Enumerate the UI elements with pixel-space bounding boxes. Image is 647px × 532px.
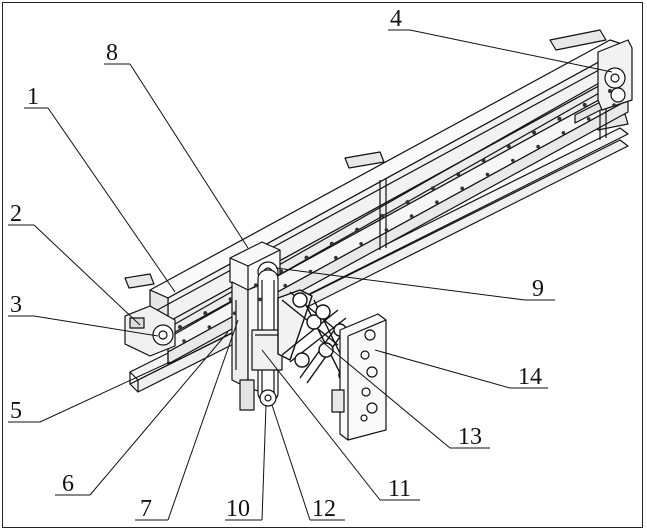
- label-3: 3: [10, 292, 22, 318]
- rail-hole: [435, 200, 439, 204]
- left-pulley-block: [124, 305, 176, 357]
- rail-hole: [232, 311, 237, 316]
- diagram-border: [2, 2, 643, 528]
- rail-hole: [409, 214, 414, 218]
- rail-hole: [334, 255, 338, 260]
- rail-hole: [359, 242, 363, 246]
- label-8: 8: [106, 40, 118, 66]
- label-13: 13: [458, 424, 482, 450]
- label-9: 9: [532, 276, 544, 302]
- label-5: 5: [10, 398, 22, 424]
- rail-hole: [532, 130, 537, 135]
- label-6: 6: [62, 471, 74, 497]
- rail-hole: [308, 269, 313, 274]
- rail-hole: [557, 116, 562, 121]
- label-2: 2: [10, 201, 22, 227]
- rail-hole: [511, 158, 515, 163]
- rail-hole: [178, 325, 182, 329]
- rail-hole: [304, 255, 309, 260]
- label-14: 14: [518, 364, 542, 390]
- rail-hole: [283, 283, 288, 288]
- rail-hole: [380, 213, 385, 218]
- rail-hole: [430, 186, 435, 191]
- end-plate: [331, 313, 387, 441]
- label-7: 7: [140, 496, 152, 522]
- rail-hole: [485, 172, 490, 177]
- rail-hole: [279, 269, 284, 274]
- rail-hole: [384, 228, 389, 232]
- rail-hole: [329, 241, 334, 246]
- callout-labels: 1 2 3 4 5 6 7 8 9 10 11 12 13 14: [10, 6, 544, 522]
- label-11: 11: [388, 476, 411, 502]
- rail-hole: [460, 186, 465, 191]
- rail-holes: [178, 89, 616, 343]
- label-4: 4: [390, 6, 402, 32]
- rail-hole: [405, 200, 410, 205]
- rail-hole: [355, 227, 360, 232]
- rail-hole: [456, 172, 461, 177]
- rail-hole: [612, 103, 616, 107]
- rail-hole: [228, 297, 233, 302]
- rail-hole: [203, 311, 208, 316]
- rail-hole: [182, 339, 186, 343]
- rail-hole: [253, 283, 258, 288]
- rail-hole: [582, 102, 587, 107]
- right-pulley-block: [597, 39, 633, 111]
- label-1: 1: [27, 84, 39, 110]
- rail-hole: [207, 325, 212, 329]
- rail-hole: [258, 297, 262, 302]
- main-beam: [149, 39, 629, 323]
- rail-hole: [506, 144, 511, 149]
- rail-hole: [536, 144, 540, 149]
- label-10: 10: [226, 496, 250, 522]
- rail-hole: [586, 117, 591, 121]
- vertical-belt-arm: [251, 269, 283, 407]
- rail-hole: [608, 89, 612, 93]
- leader-lines: [8, 29, 613, 521]
- rail-hole: [561, 131, 566, 135]
- rail-hole: [481, 158, 486, 163]
- label-12: 12: [312, 496, 336, 522]
